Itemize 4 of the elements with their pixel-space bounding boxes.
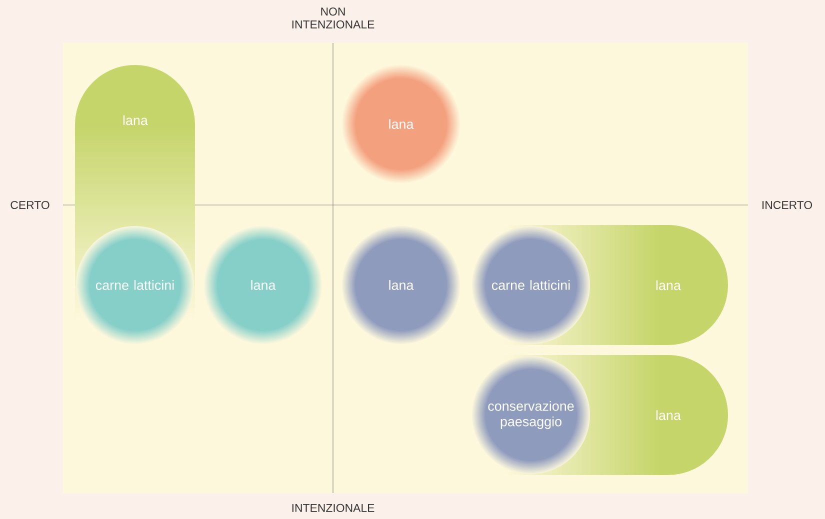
axis-label: NON INTENZIONALE bbox=[292, 7, 374, 29]
axis-label: CERTO bbox=[10, 200, 50, 210]
axis-label: INCERTO bbox=[762, 200, 812, 210]
axis-label: INTENZIONALE bbox=[292, 504, 374, 512]
